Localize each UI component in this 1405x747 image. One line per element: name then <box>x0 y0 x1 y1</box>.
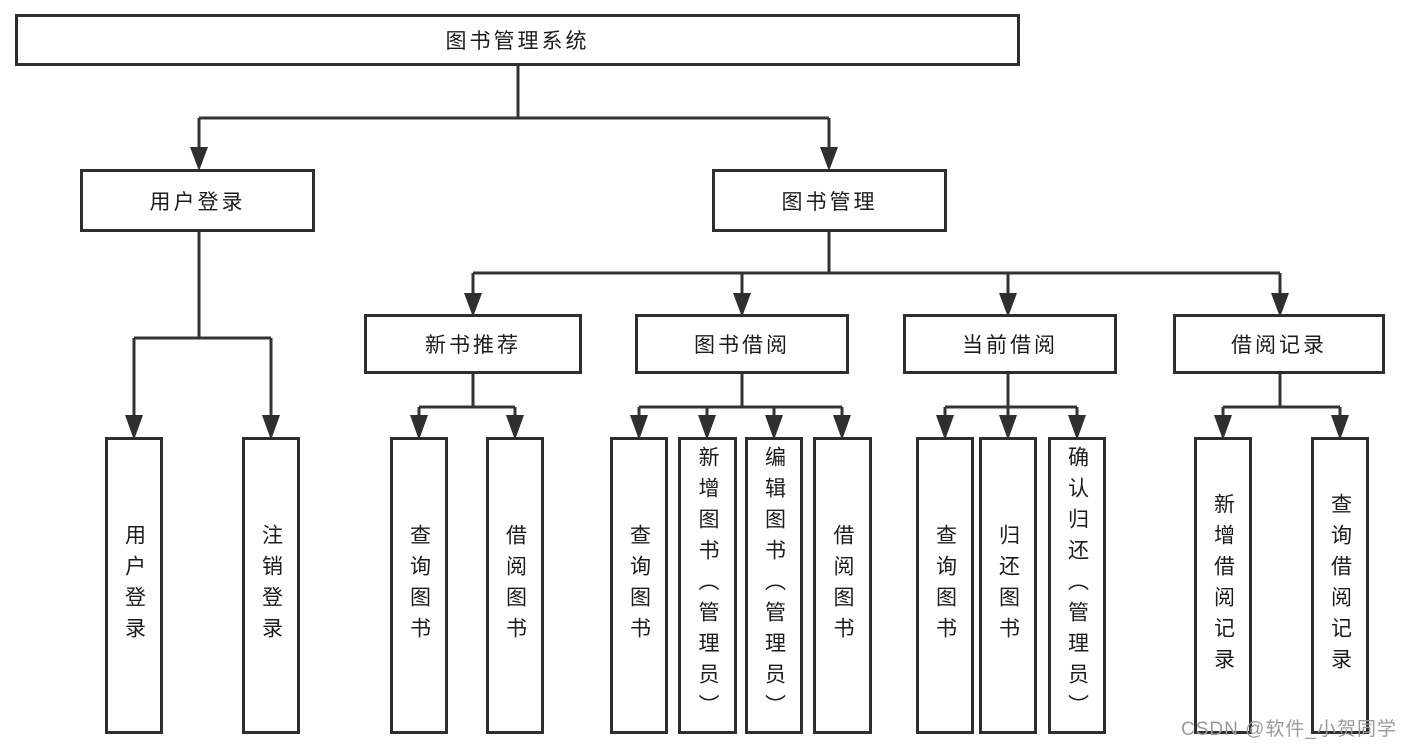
node-label: 图书管理系统 <box>445 30 590 53</box>
leaf-cb-query-books: 查询图书 <box>916 437 974 734</box>
node-label: 用户登录 <box>149 190 246 214</box>
leaf-label: 新增借阅记录 <box>1211 492 1235 679</box>
leaf-label: 新增图书（管理员） <box>696 446 719 725</box>
leaf-br-add-record: 新增借阅记录 <box>1194 437 1252 734</box>
node-borrow-record: 借阅记录 <box>1173 314 1385 374</box>
node-book-borrow: 图书借阅 <box>635 314 849 374</box>
leaf-label: 查询图书 <box>627 523 651 648</box>
node-user-login: 用户登录 <box>80 169 315 232</box>
leaf-label: 借阅图书 <box>503 523 527 648</box>
leaf-cb-confirm-return-admin: 确认归还（管理员） <box>1048 437 1106 734</box>
leaf-logout: 注销登录 <box>242 437 300 734</box>
leaf-bb-borrow-books: 借阅图书 <box>813 437 872 734</box>
leaf-cb-return-books: 归还图书 <box>979 437 1037 734</box>
leaf-bb-add-books-admin: 新增图书（管理员） <box>678 437 737 734</box>
leaf-label: 确认归还（管理员） <box>1065 446 1089 725</box>
node-label: 当前借阅 <box>962 334 1058 357</box>
leaf-label: 归还图书 <box>996 523 1020 648</box>
node-new-book-recommend: 新书推荐 <box>364 314 582 374</box>
node-label: 图书借阅 <box>694 334 790 357</box>
node-current-borrow: 当前借阅 <box>903 314 1117 374</box>
leaf-user-login: 用户登录 <box>105 437 163 734</box>
leaf-br-query-record: 查询借阅记录 <box>1311 437 1369 734</box>
leaf-label: 查询图书 <box>407 523 431 648</box>
leaf-nb-borrow-books: 借阅图书 <box>486 437 544 734</box>
leaf-label: 借阅图书 <box>831 523 854 648</box>
leaf-label: 查询借阅记录 <box>1328 492 1352 679</box>
leaf-nb-query-books: 查询图书 <box>390 437 448 734</box>
csdn-watermark: CSDN @软件_小贺同学 <box>1181 719 1397 740</box>
node-system-root: 图书管理系统 <box>15 14 1020 66</box>
node-label: 新书推荐 <box>425 334 521 357</box>
node-label: 图书管理 <box>781 190 878 214</box>
leaf-label: 查询图书 <box>933 523 957 648</box>
node-book-management: 图书管理 <box>712 169 947 232</box>
leaf-bb-query-books: 查询图书 <box>610 437 668 734</box>
leaf-label: 用户登录 <box>122 523 146 648</box>
leaf-label: 注销登录 <box>259 523 283 648</box>
node-label: 借阅记录 <box>1231 334 1327 357</box>
leaf-label: 编辑图书（管理员） <box>762 446 786 725</box>
leaf-bb-edit-books-admin: 编辑图书（管理员） <box>745 437 803 734</box>
